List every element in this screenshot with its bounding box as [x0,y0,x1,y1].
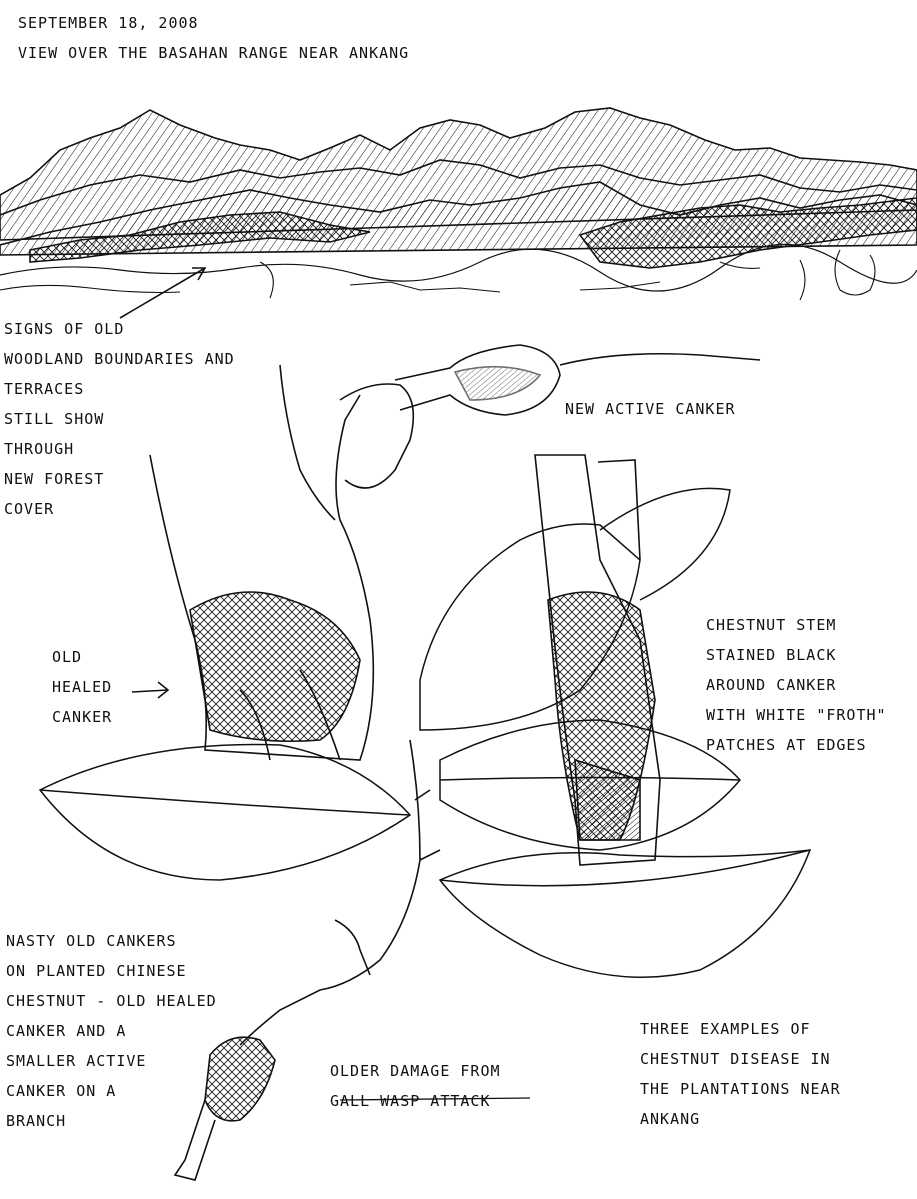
woodland-note: SIGNS OF OLD WOODLAND BOUNDARIES AND TER… [4,314,235,524]
old-canker-arrow [131,681,170,699]
gall-wasp-line: GALL WASP ATTACK [330,1092,491,1110]
nasty-cankers-note: NASTY OLD CANKERS ON PLANTED CHINESE CHE… [6,926,217,1136]
chestnut-stem-sketch [534,454,661,866]
three-examples-line: THREE EXAMPLES OF [640,1020,811,1038]
nasty-cankers-line: BRANCH [6,1112,67,1130]
mountain-range [0,107,917,301]
woodland-note-line: SIGNS OF OLD [4,320,125,338]
nasty-cankers-line: ON PLANTED CHINESE [6,962,187,980]
old-healed-canker-line: OLD [52,648,83,666]
chestnut-stem-line: AROUND CANKER [706,676,837,694]
nasty-cankers-line: CHESTNUT - OLD HEALED [6,992,217,1010]
nasty-cankers-line: NASTY OLD CANKERS [6,932,177,950]
old-healed-canker-line: HEALED [52,678,113,696]
page-date: SEPTEMBER 18, 2008 [18,14,199,32]
nasty-cankers-line: CANKER AND A [6,1022,127,1040]
woodland-note-line: WOODLAND BOUNDARIES AND [4,350,235,368]
woodland-arrow [119,267,207,319]
gall-wasp-note: OLDER DAMAGE FROM GALL WASP ATTACK [330,1056,501,1116]
gall-wasp-underline [339,1097,531,1101]
woodland-note-line: COVER [4,500,55,518]
new-active-canker-note: NEW ACTIVE CANKER [565,400,736,418]
chestnut-stem-line: CHESTNUT STEM [706,616,837,634]
three-examples-line: ANKANG [640,1110,701,1128]
woodland-note-line: TERRACES [4,380,85,398]
chestnut-stem-line: STAINED BLACK [706,646,837,664]
three-examples-line: THE PLANTATIONS NEAR [640,1080,841,1098]
nasty-cankers-line: SMALLER ACTIVE [6,1052,147,1070]
woodland-note-line: STILL SHOW [4,410,105,428]
canker-branch-sketch [149,344,761,761]
three-examples-line: CHESTNUT DISEASE IN [640,1050,831,1068]
chestnut-stem-line: PATCHES AT EDGES [706,736,867,754]
nasty-cankers-line: CANKER ON A [6,1082,117,1100]
gall-wasp-line: OLDER DAMAGE FROM [330,1062,501,1080]
gall-wasp-branch-sketch [173,739,441,1181]
three-examples-note: THREE EXAMPLES OF CHESTNUT DISEASE IN TH… [640,1014,841,1134]
old-healed-canker-line: CANKER [52,708,113,726]
woodland-note-line: NEW FOREST [4,470,105,488]
chestnut-stem-line: WITH WHITE "FROTH" [706,706,887,724]
page-title: VIEW OVER THE BASAHAN RANGE NEAR ANKANG [18,44,410,62]
old-healed-canker-note: OLD HEALED CANKER [52,642,112,732]
chestnut-stem-note: CHESTNUT STEM STAINED BLACK AROUND CANKE… [706,610,887,760]
chestnut-leaves [38,487,812,978]
woodland-note-line: THROUGH [4,440,75,458]
